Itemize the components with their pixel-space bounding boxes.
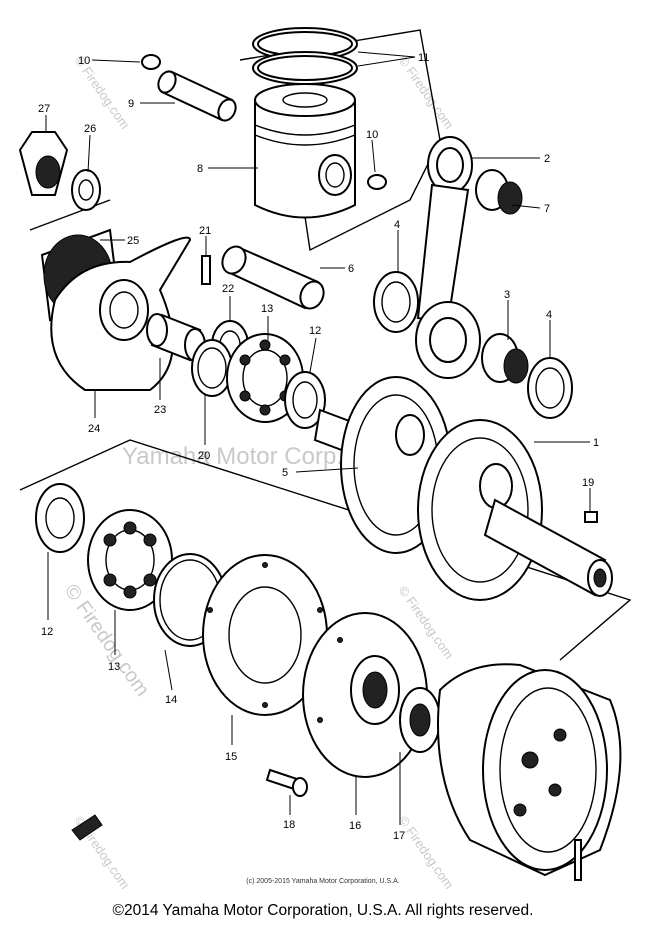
callout-23: 23 bbox=[154, 404, 166, 416]
shim-upper bbox=[284, 371, 326, 429]
callout-26: 26 bbox=[84, 123, 96, 135]
piston bbox=[254, 83, 356, 219]
callout-18: 18 bbox=[283, 819, 295, 831]
leader-lines bbox=[45, 51, 591, 825]
crankshaft-right bbox=[417, 419, 613, 601]
magneto-assembly bbox=[437, 663, 622, 881]
callout-labels: 10 9 11 8 10 27 26 2 7 25 21 6 4 3 4 22 … bbox=[38, 52, 599, 842]
callout-17: 17 bbox=[393, 830, 405, 842]
screw bbox=[265, 768, 308, 797]
callout-1: 1 bbox=[593, 437, 599, 449]
wire-clip bbox=[71, 814, 103, 841]
callout-27: 27 bbox=[38, 103, 50, 115]
dowel-pin bbox=[201, 255, 211, 285]
primary-group-outline bbox=[29, 199, 111, 231]
woodruff-key bbox=[584, 511, 598, 523]
cam-plate bbox=[50, 236, 192, 391]
callout-21: 21 bbox=[199, 225, 211, 237]
piston-group-outline bbox=[239, 29, 441, 252]
connecting-rod bbox=[415, 136, 481, 379]
callout-24: 24 bbox=[88, 423, 100, 435]
crank-pin bbox=[221, 245, 325, 310]
crank-seal bbox=[399, 687, 441, 753]
piston-pin bbox=[157, 70, 237, 122]
piston-rings bbox=[252, 27, 358, 85]
callout-10-lower: 10 bbox=[366, 129, 378, 141]
callout-25: 25 bbox=[127, 235, 139, 247]
circlip bbox=[191, 339, 233, 397]
callout-8: 8 bbox=[197, 163, 203, 175]
callout-7: 7 bbox=[544, 203, 550, 215]
piston-pin-clip-right bbox=[367, 174, 387, 190]
piston-pin-clip-left bbox=[141, 54, 161, 70]
callout-16: 16 bbox=[349, 820, 361, 832]
diagram-small-copyright: (c) 2005-2015 Yamaha Motor Corporation, … bbox=[246, 878, 400, 885]
callout-12-upper: 12 bbox=[309, 325, 321, 337]
shim-lower bbox=[35, 483, 85, 553]
small-end-bearing bbox=[475, 169, 523, 215]
callout-13-lower: 13 bbox=[108, 661, 120, 673]
callout-13-upper: 13 bbox=[261, 303, 273, 315]
stator-plate bbox=[302, 612, 428, 778]
callout-20: 20 bbox=[198, 450, 210, 462]
callout-5: 5 bbox=[282, 467, 288, 479]
callout-4-left: 4 bbox=[394, 219, 400, 231]
callout-10-upper: 10 bbox=[78, 55, 90, 67]
nut bbox=[18, 131, 69, 196]
thrust-washer-left bbox=[373, 271, 419, 333]
callout-3: 3 bbox=[504, 289, 510, 301]
callout-11: 11 bbox=[418, 52, 429, 64]
callout-4-right: 4 bbox=[546, 309, 552, 321]
footer-copyright: ©2014 Yamaha Motor Corporation, U.S.A. A… bbox=[112, 902, 534, 919]
callout-15: 15 bbox=[225, 751, 237, 763]
washer bbox=[71, 169, 101, 211]
callout-6: 6 bbox=[348, 263, 354, 275]
callout-22: 22 bbox=[222, 283, 234, 295]
collar bbox=[146, 313, 206, 362]
big-end-bearing bbox=[481, 333, 529, 384]
main-bearing-right bbox=[87, 509, 173, 611]
thrust-washer-right bbox=[527, 357, 573, 419]
callout-9: 9 bbox=[128, 98, 134, 110]
callout-19: 19 bbox=[582, 477, 594, 489]
callout-12-lower: 12 bbox=[41, 626, 53, 638]
callout-2: 2 bbox=[544, 153, 550, 165]
callout-14: 14 bbox=[165, 694, 177, 706]
